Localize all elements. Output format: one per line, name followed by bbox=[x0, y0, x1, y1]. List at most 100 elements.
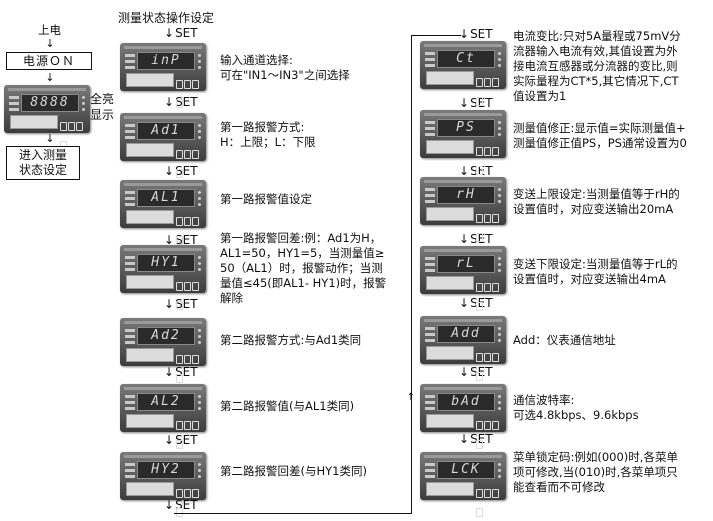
meter-top-strip bbox=[8, 88, 86, 91]
meter-al2: AL2 bbox=[120, 384, 206, 449]
meter-key-icon bbox=[484, 283, 491, 292]
down-arrow-icon: ↓ bbox=[459, 365, 470, 379]
status-dot bbox=[198, 407, 201, 410]
meter-key-icon bbox=[176, 150, 183, 159]
meter-key-icon bbox=[476, 489, 483, 498]
meter-key-icon bbox=[192, 282, 199, 291]
meter-key-icon bbox=[192, 489, 199, 498]
status-dot bbox=[498, 194, 501, 197]
description-line: 第一路报警值设定 bbox=[220, 192, 312, 206]
meter-display-code: Ad1 bbox=[137, 122, 195, 140]
meter-buttons bbox=[176, 415, 206, 453]
meter-display-code: rH bbox=[437, 186, 495, 204]
alarm-indicator bbox=[9, 96, 19, 99]
param-desc-ad1: 第一路报警方式:H：上限；L：下限 bbox=[220, 120, 316, 150]
down-arrow-icon: ↓ bbox=[164, 26, 175, 40]
set-label: SET bbox=[175, 164, 198, 178]
alarm-indicator bbox=[425, 257, 435, 260]
status-dot bbox=[498, 127, 501, 130]
meter-ps: PS bbox=[420, 110, 506, 175]
status-dot bbox=[198, 463, 201, 466]
status-dot bbox=[198, 124, 201, 127]
meter-key-icon bbox=[476, 166, 483, 175]
meter-key-icon bbox=[492, 353, 499, 362]
meter-secondary-display bbox=[426, 346, 474, 360]
meter-key-icon bbox=[476, 97, 483, 106]
down-arrow-icon: ↓ bbox=[459, 296, 470, 310]
alarm-indicator bbox=[125, 60, 135, 63]
meter-display-code: PS bbox=[437, 119, 495, 137]
status-dot bbox=[198, 469, 201, 472]
meter-top-strip bbox=[424, 113, 502, 116]
status-dot bbox=[198, 401, 201, 404]
set-key-step: ↓SET bbox=[459, 233, 493, 246]
meter-ct: Ct bbox=[420, 41, 506, 106]
meter-display-code: rL bbox=[437, 255, 495, 273]
set-label: SET bbox=[175, 433, 198, 447]
enter-measure-box: 进入测量状态设定 bbox=[6, 146, 80, 180]
power-on-label: 上电 bbox=[38, 23, 61, 37]
status-dot bbox=[498, 263, 501, 266]
description-line: 第二路报警方式:与Ad1类同 bbox=[220, 333, 362, 347]
set-key-step: ↓SET bbox=[164, 27, 198, 40]
status-dot bbox=[82, 108, 85, 111]
meter-key-icon bbox=[176, 355, 183, 364]
alarm-indicator bbox=[125, 256, 135, 259]
meter-secondary-display bbox=[426, 71, 474, 85]
description-line: 第二路报警值(与AL1类同) bbox=[220, 399, 355, 413]
status-dot bbox=[198, 341, 201, 344]
alarm-indicator bbox=[125, 335, 135, 338]
up-arrow-icon: ↑ bbox=[406, 392, 416, 403]
meter-key-icon bbox=[176, 301, 183, 310]
meter-key-icon bbox=[492, 214, 499, 223]
alarm-indicator bbox=[125, 469, 135, 472]
description-line: 流器输入电流有效,其值设置为外 bbox=[513, 44, 678, 58]
meter-key-icon bbox=[484, 421, 491, 430]
status-dot bbox=[498, 58, 501, 61]
down-arrow-icon: ↓ bbox=[164, 233, 175, 247]
meter-key-icon bbox=[484, 353, 491, 362]
status-dot bbox=[198, 262, 201, 265]
alarm-indicator bbox=[425, 407, 435, 410]
set-label: SET bbox=[470, 296, 493, 310]
meter-buttons bbox=[476, 277, 506, 315]
enter-measure-line: 状态设定 bbox=[18, 163, 67, 177]
power-on-box: 电源ＯＮ bbox=[6, 52, 92, 70]
set-label: SET bbox=[470, 232, 493, 246]
meter-secondary-display bbox=[126, 210, 174, 224]
meter-key-icon bbox=[68, 122, 75, 131]
alarm-indicator bbox=[425, 64, 435, 67]
meter-buttons bbox=[476, 347, 506, 385]
down-arrow-icon: ↓ bbox=[459, 164, 470, 178]
meter-key-icon bbox=[476, 421, 483, 430]
meter-display-code: Ad2 bbox=[137, 327, 195, 345]
description-line: 变送上限设定:当测量值等于rH的 bbox=[513, 187, 680, 201]
meter-all-on: 8888 bbox=[4, 85, 90, 150]
alarm-indicator bbox=[425, 263, 435, 266]
param-desc-lck: 菜单锁定码:例如(000)时,各菜单项可修改,当(010)时,各菜单项只能查看而… bbox=[513, 450, 678, 495]
status-dot bbox=[498, 463, 501, 466]
status-dot bbox=[198, 256, 201, 259]
meter-top-strip bbox=[424, 387, 502, 390]
meter-key-icon bbox=[492, 78, 499, 87]
meter-key-icon bbox=[476, 78, 483, 87]
diagram-title: 测量状态操作设定 bbox=[118, 11, 215, 25]
status-dot bbox=[82, 96, 85, 99]
set-label: SET bbox=[175, 95, 198, 109]
alarm-indicator bbox=[125, 130, 135, 133]
alarm-indicator bbox=[425, 475, 435, 478]
param-desc-inp: 输入通道选择:可在"IN1～IN3"之间选择 bbox=[220, 53, 350, 83]
meter-key-icon bbox=[192, 421, 199, 430]
alarm-indicator bbox=[125, 475, 135, 478]
meter-al1: AL1 bbox=[120, 180, 206, 245]
meter-top-strip bbox=[124, 116, 202, 119]
status-dot bbox=[82, 102, 85, 105]
meter-buttons bbox=[476, 208, 506, 246]
status-dot bbox=[198, 60, 201, 63]
set-label: SET bbox=[175, 297, 198, 311]
meter-display-code: Add bbox=[437, 325, 495, 343]
meter-key-icon bbox=[176, 508, 183, 517]
meter-display-code: HY2 bbox=[137, 461, 195, 479]
enter-measure-line: 进入测量 bbox=[18, 148, 67, 162]
meter-key-icon bbox=[476, 353, 483, 362]
